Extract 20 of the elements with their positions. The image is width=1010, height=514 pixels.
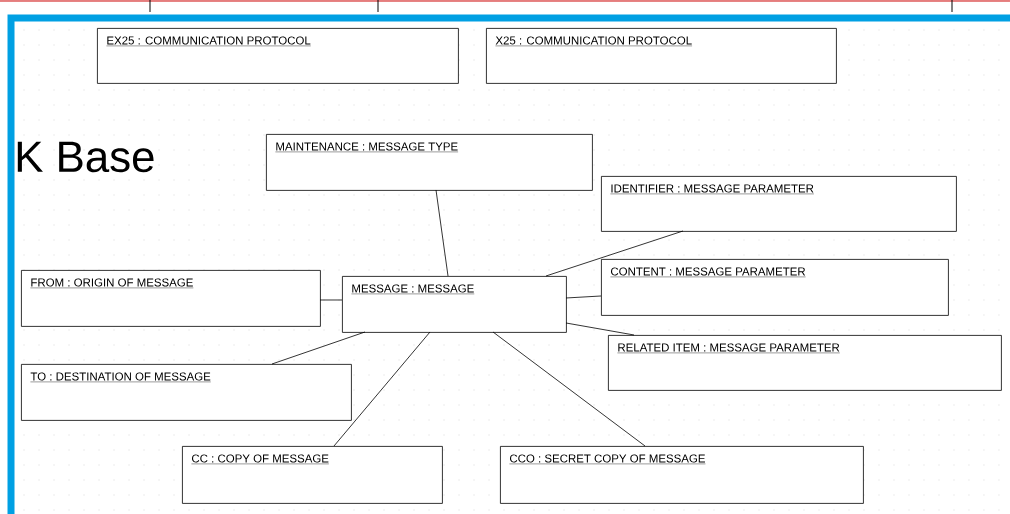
object-box: EX25 : COMMUNICATION PROTOCOL (97, 28, 459, 84)
connector-line (435, 189, 449, 277)
connector-line (492, 331, 646, 447)
object-box: CONTENT : MESSAGE PARAMETER (601, 259, 949, 316)
object-box: FROM : ORIGIN OF MESSAGE (21, 270, 321, 327)
connector-line (319, 299, 343, 301)
object-box: RELATED ITEM : MESSAGE PARAMETER (608, 335, 1002, 391)
connector-line (565, 295, 602, 299)
object-box: MAINTENANCE : MESSAGE TYPE (266, 134, 593, 191)
object-box: CCO : SECRET COPY OF MESSAGE (500, 446, 864, 504)
object-box: TO : DESTINATION OF MESSAGE (21, 364, 352, 421)
connector-line (545, 230, 684, 277)
object-box: X25 : COMMUNICATION PROTOCOL (486, 28, 837, 84)
connector-line (271, 331, 366, 365)
object-box: IDENTIFIER : MESSAGE PARAMETER (601, 176, 957, 232)
object-box: CC : COPY OF MESSAGE (182, 446, 443, 504)
connector-line (333, 331, 431, 447)
connector-line (565, 322, 635, 336)
object-box: MESSAGE : MESSAGE (342, 276, 567, 333)
slide-title: K Base (17, 141, 154, 173)
